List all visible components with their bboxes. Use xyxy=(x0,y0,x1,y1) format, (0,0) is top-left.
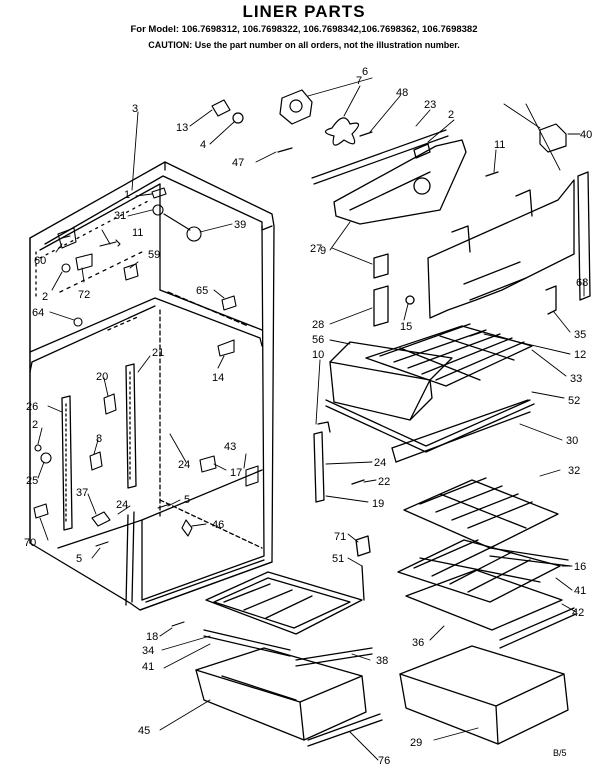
callout-2-left: 2 xyxy=(42,291,48,303)
callout-19: 19 xyxy=(372,498,384,510)
callout-48: 48 xyxy=(396,87,408,99)
page-title: LINER PARTS xyxy=(242,2,366,21)
callout-numbers: 3 13 4 6 7 48 23 2 40 47 11 1 31 39 60 1… xyxy=(24,66,592,767)
callout-6: 6 xyxy=(362,66,368,78)
callout-21: 21 xyxy=(152,347,164,359)
callout-1: 1 xyxy=(124,189,130,201)
callout-30: 30 xyxy=(566,435,578,447)
callout-71: 71 xyxy=(334,531,346,543)
callout-32: 32 xyxy=(568,465,580,477)
callout-46: 46 xyxy=(212,519,224,531)
callout-68: 68 xyxy=(576,277,588,289)
liner-cabinet xyxy=(29,161,275,611)
callout-25: 25 xyxy=(26,475,38,487)
crisper-assembly xyxy=(195,571,383,747)
callout-60: 60 xyxy=(34,255,46,267)
callout-34: 34 xyxy=(142,645,154,657)
callout-24-right: 24 xyxy=(374,457,386,469)
freezer-shelf-and-bin xyxy=(325,323,535,463)
callout-3: 3 xyxy=(132,103,138,115)
callout-16: 16 xyxy=(574,561,586,573)
callout-8: 8 xyxy=(96,433,102,445)
callout-51: 51 xyxy=(332,553,344,565)
callout-24-left: 24 xyxy=(116,499,128,511)
callout-11-right: 11 xyxy=(494,139,505,151)
callout-5-center: 5 xyxy=(184,494,190,506)
callout-17: 17 xyxy=(230,467,242,479)
callout-56: 56 xyxy=(312,334,324,346)
callout-40: 40 xyxy=(580,129,592,141)
shelf-rails xyxy=(61,363,137,531)
callout-12: 12 xyxy=(574,349,586,361)
callout-27: 27 xyxy=(310,243,322,255)
callout-45: 45 xyxy=(138,725,150,737)
callout-11-left: 11 xyxy=(132,227,143,239)
leader-lines xyxy=(37,77,585,761)
callout-41-left: 41 xyxy=(142,661,154,673)
callout-36: 36 xyxy=(412,637,424,649)
evaporator-cover xyxy=(333,139,591,337)
callout-28: 28 xyxy=(312,319,324,331)
callout-72: 72 xyxy=(78,289,90,301)
callout-37: 37 xyxy=(76,487,88,499)
callout-70: 70 xyxy=(24,537,36,549)
callout-43: 43 xyxy=(224,441,236,453)
callout-38: 38 xyxy=(376,655,388,667)
callout-24-center: 24 xyxy=(178,459,190,471)
callout-9: 9 xyxy=(320,245,326,257)
callout-22: 22 xyxy=(378,476,390,488)
callout-52: 52 xyxy=(568,395,580,407)
callout-23: 23 xyxy=(424,99,436,111)
callout-39: 39 xyxy=(234,219,246,231)
callout-20: 20 xyxy=(96,371,108,383)
callout-2-top: 2 xyxy=(448,109,454,121)
callout-26: 26 xyxy=(26,401,38,413)
fresh-food-shelves xyxy=(313,421,577,745)
callout-13: 13 xyxy=(176,122,188,134)
page-code: B/5 xyxy=(553,748,567,758)
model-numbers: For Model: 106.7698312, 106.7698322, 106… xyxy=(130,24,478,35)
callout-59: 59 xyxy=(148,249,160,261)
callout-33: 33 xyxy=(570,373,582,385)
cabinet-hardware xyxy=(33,187,259,627)
callout-35: 35 xyxy=(574,329,586,341)
caution-note: CAUTION: Use the part number on all orde… xyxy=(148,40,460,50)
callout-42: 42 xyxy=(572,607,584,619)
callout-5-left: 5 xyxy=(76,553,82,565)
callout-41-right: 41 xyxy=(574,585,586,597)
callout-2-lower: 2 xyxy=(32,419,38,431)
callout-4: 4 xyxy=(200,139,206,151)
callout-10: 10 xyxy=(312,349,324,361)
callout-7: 7 xyxy=(356,75,362,87)
callout-14: 14 xyxy=(212,372,224,384)
callout-15: 15 xyxy=(400,321,412,333)
callout-47: 47 xyxy=(232,157,244,169)
callout-29: 29 xyxy=(410,737,422,749)
callout-31: 31 xyxy=(114,210,126,222)
callout-18: 18 xyxy=(146,631,158,643)
callout-64: 64 xyxy=(32,307,44,319)
callout-76: 76 xyxy=(378,755,390,767)
fan-motor-assembly xyxy=(211,89,567,185)
callout-65: 65 xyxy=(196,285,208,297)
